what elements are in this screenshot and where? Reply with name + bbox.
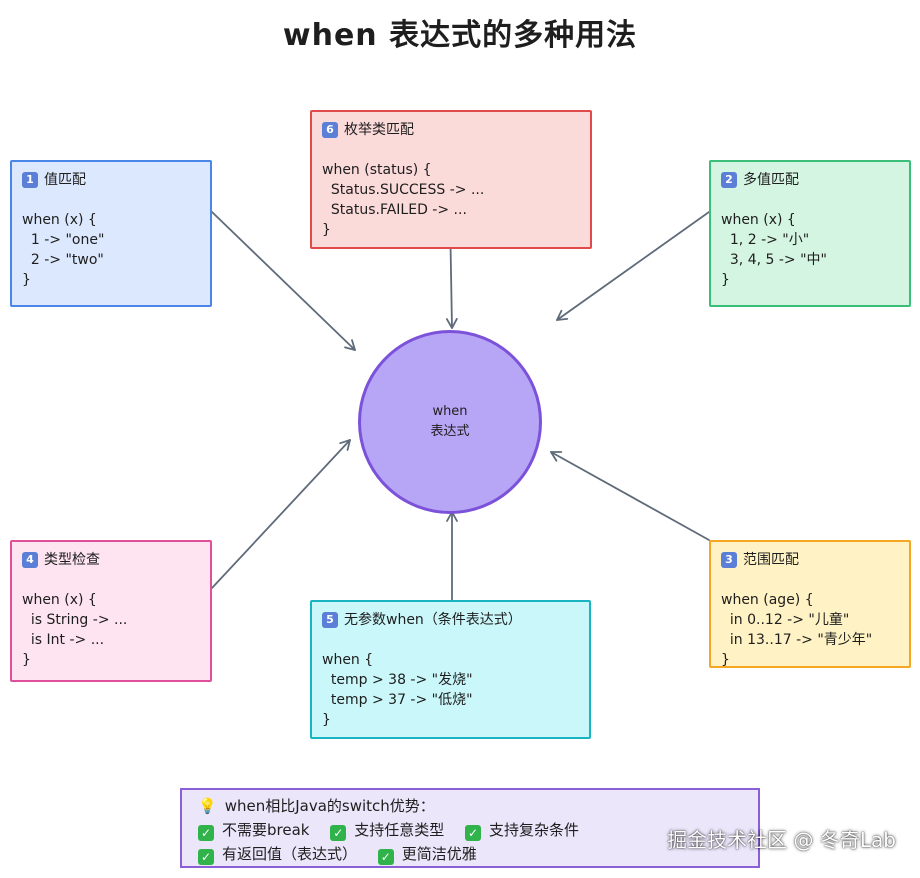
advantage-item: ✓ 支持复杂条件 bbox=[465, 821, 580, 841]
type-check-box: 4 类型检查 when (x) { is String -> ... is In… bbox=[10, 540, 212, 682]
box-title: 无参数when（条件表达式） bbox=[344, 612, 522, 628]
code-snippet: when (age) { in 0..12 -> "儿童" in 13..17 … bbox=[721, 592, 873, 668]
watermark: 掘金技术社区 @ 冬奇Lab bbox=[667, 828, 896, 852]
center-node: when 表达式 bbox=[358, 330, 542, 514]
arrow-value-match bbox=[211, 211, 356, 351]
advantage-text: 更简洁优雅 bbox=[401, 845, 477, 863]
checkmark-icon: ✓ bbox=[377, 849, 394, 865]
code-snippet: when { temp > 38 -> "发烧" temp > 37 -> "低… bbox=[322, 652, 473, 728]
box-title: 范围匹配 bbox=[743, 552, 799, 568]
range-match-box: 3 范围匹配 when (age) { in 0..12 -> "儿童" in … bbox=[709, 540, 911, 668]
summary-heading-row: 💡 when相比Java的switch优势： bbox=[198, 794, 742, 818]
code-snippet: when (x) { 1 -> "one" 2 -> "two" } bbox=[22, 212, 105, 288]
summary-row: ✓ 有返回值（表达式） ✓ 更简洁优雅 bbox=[198, 842, 742, 866]
box-title: 枚举类匹配 bbox=[344, 122, 414, 138]
arrow-type-check bbox=[211, 439, 351, 589]
advantage-item: ✓ 更简洁优雅 bbox=[377, 845, 477, 865]
advantage-item: ✓ 不需要break bbox=[198, 821, 310, 841]
checkmark-icon: ✓ bbox=[198, 849, 214, 865]
advantage-text: 有返回值（表达式） bbox=[222, 845, 358, 863]
code-snippet: when (x) { 1, 2 -> "小" 3, 4, 5 -> "中" } bbox=[721, 212, 827, 288]
box-title: 多值匹配 bbox=[743, 172, 799, 188]
center-label-line2: 表达式 bbox=[430, 424, 470, 439]
number-badge-icon: 4 bbox=[22, 552, 38, 568]
enum-match-box: 6 枚举类匹配 when (status) { Status.SUCCESS -… bbox=[310, 110, 592, 249]
advantage-item: ✓ 有返回值（表达式） bbox=[198, 845, 358, 865]
multi-value-box: 2 多值匹配 when (x) { 1, 2 -> "小" 3, 4, 5 ->… bbox=[709, 160, 911, 307]
center-label-line1: when bbox=[432, 404, 468, 419]
arrow-multi-value bbox=[556, 211, 710, 321]
checkmark-icon: ✓ bbox=[465, 825, 482, 841]
summary-row: ✓ 不需要break ✓ 支持任意类型 ✓ 支持复杂条件 bbox=[198, 818, 742, 842]
diagram-title: when 表达式的多种用法 bbox=[282, 18, 638, 53]
value-match-box: 1 值匹配 when (x) { 1 -> "one" 2 -> "two" } bbox=[10, 160, 212, 307]
arrow-range-match bbox=[550, 451, 710, 541]
advantages-summary: 💡 when相比Java的switch优势： ✓ 不需要break ✓ 支持任意类型 … bbox=[180, 788, 760, 868]
code-snippet: when (status) { Status.SUCCESS -> ... St… bbox=[322, 162, 485, 238]
advantage-text: 不需要break bbox=[222, 821, 310, 839]
no-arg-when-box: 5 无参数when（条件表达式） when { temp > 38 -> "发烧… bbox=[310, 600, 591, 739]
number-badge-icon: 3 bbox=[721, 552, 737, 568]
box-title: 值匹配 bbox=[44, 172, 86, 188]
number-badge-icon: 1 bbox=[22, 172, 38, 188]
box-title: 类型检查 bbox=[44, 552, 100, 568]
summary-heading: when相比Java的switch优势： bbox=[224, 797, 435, 815]
advantage-text: 支持复杂条件 bbox=[489, 821, 580, 839]
checkmark-icon: ✓ bbox=[198, 825, 214, 841]
code-snippet: when (x) { is String -> ... is Int -> ..… bbox=[22, 592, 128, 668]
advantage-item: ✓ 支持任意类型 bbox=[330, 821, 445, 841]
checkmark-icon: ✓ bbox=[330, 825, 347, 841]
number-badge-icon: 6 bbox=[322, 122, 338, 138]
lightbulb-icon: 💡 bbox=[198, 797, 217, 815]
number-badge-icon: 5 bbox=[322, 612, 338, 628]
advantage-text: 支持任意类型 bbox=[354, 821, 445, 839]
number-badge-icon: 2 bbox=[721, 172, 737, 188]
